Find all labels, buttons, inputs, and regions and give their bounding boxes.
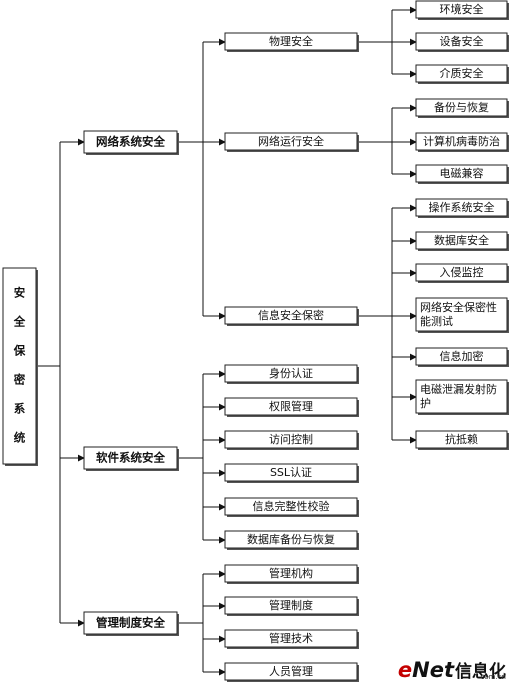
- watermark-brand-cn: 信息化: [455, 662, 506, 682]
- leaf-label: 设备安全: [440, 34, 484, 48]
- leaf-label: 数据库安全: [434, 233, 489, 247]
- root-char: 保: [13, 344, 26, 358]
- node-management-item: 管理技术: [224, 629, 359, 649]
- node-software-item: 数据库备份与恢复: [224, 530, 359, 550]
- leaf-label: 操作系统安全: [429, 200, 495, 214]
- node-label: 管理机构: [269, 566, 313, 580]
- leaf-node: 网络安全保密性能测试: [415, 297, 509, 333]
- leaf-label: 信息加密: [440, 349, 484, 363]
- connector-lines: [37, 6, 417, 676]
- node-information-security-secrecy: 信息安全保密: [224, 306, 359, 326]
- root-char: 统: [14, 431, 26, 445]
- leaf-label: 电磁泄漏发射防护: [420, 383, 497, 410]
- node-label: 访问控制: [269, 432, 313, 446]
- node-label: 身份认证: [269, 366, 313, 380]
- leaf-label: 入侵监控: [440, 265, 484, 279]
- node-label: 网络运行安全: [258, 134, 324, 148]
- node-label: 数据库备份与恢复: [247, 532, 335, 546]
- branch-software-security: 软件系统安全: [83, 446, 179, 471]
- node-software-item: 信息完整性校验: [224, 497, 359, 517]
- leaf-node: 环境安全: [415, 0, 509, 20]
- node-label: 信息安全保密: [258, 308, 324, 322]
- leaf-label: 介质安全: [440, 66, 484, 80]
- node-label: 管理技术: [269, 631, 313, 645]
- leaf-label: 计算机病毒防治: [423, 134, 500, 148]
- leaf-node: 介质安全: [415, 64, 509, 84]
- node-physical-security: 物理安全: [224, 32, 359, 52]
- node-network-operation-security: 网络运行安全: [224, 132, 359, 152]
- leaf-node: 数据库安全: [415, 231, 509, 251]
- node-label: 信息完整性校验: [253, 499, 330, 513]
- node-management-item: 人员管理: [224, 662, 359, 682]
- node-software-item: SSL认证: [224, 463, 359, 483]
- leaf-label: 网络安全保密性能测试: [420, 301, 497, 328]
- leaf-label: 备份与恢复: [434, 100, 489, 114]
- leaf-node: 电磁兼容: [415, 164, 509, 184]
- leaf-node: 信息加密: [415, 347, 509, 367]
- watermark-domain: com.cn: [480, 673, 506, 681]
- root-char: 系: [14, 402, 26, 416]
- branch-label: 管理制度安全: [96, 616, 165, 630]
- leaf-node: 入侵监控: [415, 263, 509, 283]
- node-label: 物理安全: [269, 34, 313, 48]
- leaf-label: 电磁兼容: [440, 166, 484, 180]
- node-management-item: 管理机构: [224, 564, 359, 584]
- branch-label: 软件系统安全: [96, 451, 165, 465]
- node-label: 管理制度: [269, 598, 313, 612]
- node-management-item: 管理制度: [224, 596, 359, 616]
- node-software-item: 访问控制: [224, 430, 359, 450]
- branch-label: 网络系统安全: [96, 135, 165, 149]
- leaf-node: 备份与恢复: [415, 98, 509, 118]
- node-label: 权限管理: [269, 399, 313, 413]
- leaf-label: 环境安全: [440, 2, 484, 16]
- leaf-node: 抗抵赖: [415, 430, 509, 450]
- leaf-node: 操作系统安全: [415, 198, 509, 218]
- branch-management-security: 管理制度安全: [83, 611, 179, 636]
- root-char: 密: [13, 373, 26, 387]
- node-label: 人员管理: [269, 664, 313, 678]
- leaf-node: 设备安全: [415, 32, 509, 52]
- branch-network-security: 网络系统安全: [83, 130, 179, 155]
- root-char: 安: [14, 286, 26, 300]
- leaf-label: 抗抵赖: [445, 432, 478, 446]
- node-label: SSL认证: [270, 466, 312, 479]
- leaf-node: 电磁泄漏发射防护: [415, 379, 509, 415]
- leaf-node: 计算机病毒防治: [415, 132, 509, 152]
- node-software-item: 身份认证: [224, 364, 359, 384]
- root-node: 安 全 保 密 系 统: [2, 267, 38, 466]
- node-software-item: 权限管理: [224, 397, 359, 417]
- watermark-brand-e: e: [397, 658, 413, 682]
- root-char: 全: [13, 315, 26, 329]
- watermark-brand-net: Net: [412, 658, 454, 682]
